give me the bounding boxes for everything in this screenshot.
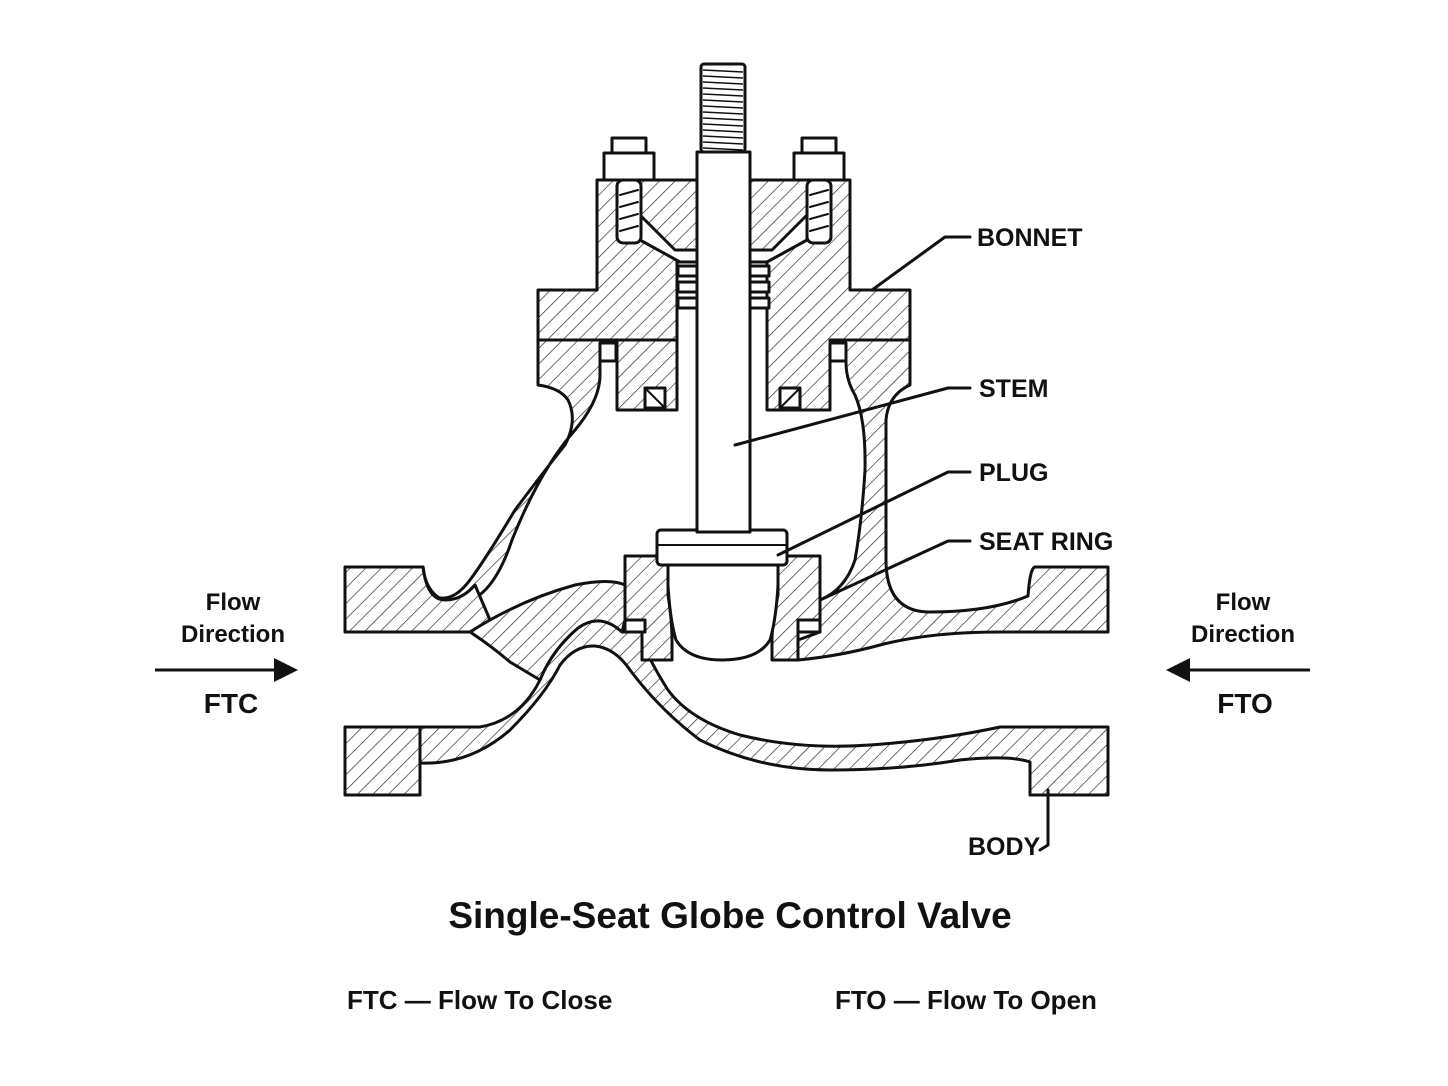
valve-body — [343, 338, 1110, 797]
flow-right-line1: Flow — [1216, 589, 1271, 616]
thread-line — [702, 69, 744, 73]
flow-right-line2: Direction — [1191, 621, 1295, 648]
right-stud-and-nut — [792, 136, 846, 245]
label-bonnet: BONNET — [977, 224, 1083, 252]
seat-gasket-left — [623, 618, 647, 634]
thread-line — [702, 147, 744, 151]
thread-line — [702, 87, 744, 91]
body-web-section — [468, 580, 627, 682]
thread-line — [702, 105, 744, 109]
thread-line — [702, 99, 744, 103]
thread-line — [702, 111, 744, 115]
flow-right-code: FTO — [1217, 688, 1272, 719]
legend-ftc: FTC — Flow To Close — [347, 985, 612, 1015]
label-plug: PLUG — [979, 459, 1048, 487]
thread-line — [702, 117, 744, 121]
label-body: BODY — [968, 833, 1041, 861]
body-lower-left-flange — [343, 725, 422, 797]
plug-body — [666, 563, 780, 662]
label-stem: STEM — [979, 375, 1048, 403]
label-seat-ring: SEAT RING — [979, 528, 1113, 556]
legend-fto: FTO — Flow To Open — [835, 985, 1097, 1015]
plug-head — [655, 528, 789, 567]
plug — [655, 528, 789, 662]
flow-left-line2: Direction — [181, 621, 285, 648]
seat-gasket-right — [796, 618, 822, 634]
bonnet — [536, 136, 912, 412]
bonnet-gasket-right — [828, 341, 848, 363]
diagram-title: Single-Seat Globe Control Valve — [448, 895, 1011, 936]
body-upper-left-flange — [343, 565, 492, 634]
flow-left-line1: Flow — [206, 589, 261, 616]
packing-rings — [676, 264, 771, 310]
thread-line — [702, 123, 744, 127]
thread-line — [702, 81, 744, 85]
left-stud-and-nut — [602, 136, 656, 245]
stem-shaft — [695, 150, 752, 534]
thread-line — [702, 135, 744, 139]
body-upper-left-section — [343, 338, 619, 605]
flow-indicator-right: Flow Direction FTO — [1166, 589, 1310, 719]
stem — [695, 62, 752, 534]
body-upper-right-section — [796, 338, 1110, 662]
bonnet-gasket-left — [598, 341, 618, 363]
thread-line — [702, 93, 744, 97]
leader-lines — [733, 235, 1050, 852]
thread-line — [702, 141, 744, 145]
thread-line — [702, 129, 744, 133]
thread-line — [702, 75, 744, 79]
flow-left-code: FTC — [204, 688, 258, 719]
flow-indicator-left: Flow Direction FTC — [155, 589, 298, 719]
